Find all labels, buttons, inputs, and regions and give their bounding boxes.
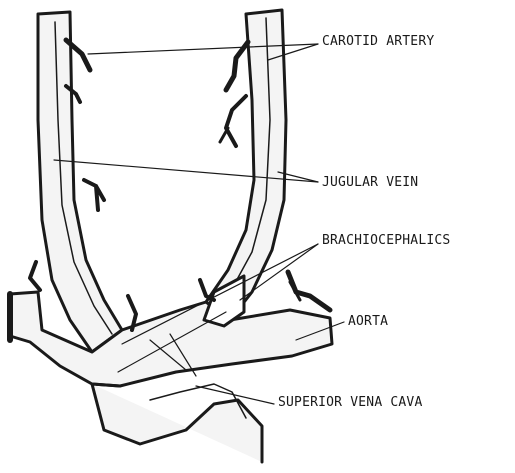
mid-branch-left [128, 296, 136, 330]
right-branch-mid [226, 96, 246, 146]
carotid-artery-label: CAROTID ARTERY [322, 34, 434, 50]
left-side-branch [30, 262, 40, 290]
right-branch-upper [226, 42, 248, 90]
jugular-vein-label: JUGULAR VEIN [322, 175, 418, 191]
left-branch-lower [84, 180, 104, 210]
right-branch-lower [220, 128, 228, 142]
aorta-label: AORTA [348, 314, 388, 330]
mid-branch-center [200, 280, 214, 300]
right-vessel-trunk [206, 10, 286, 320]
brachiocephalic-arch [10, 292, 332, 386]
superior-vena-cava-label: SUPERIOR VENA CAVA [278, 395, 422, 411]
left-vessel-trunk [38, 12, 122, 352]
brachiocephalics-label: BRACHIOCEPHALICS [322, 233, 450, 249]
